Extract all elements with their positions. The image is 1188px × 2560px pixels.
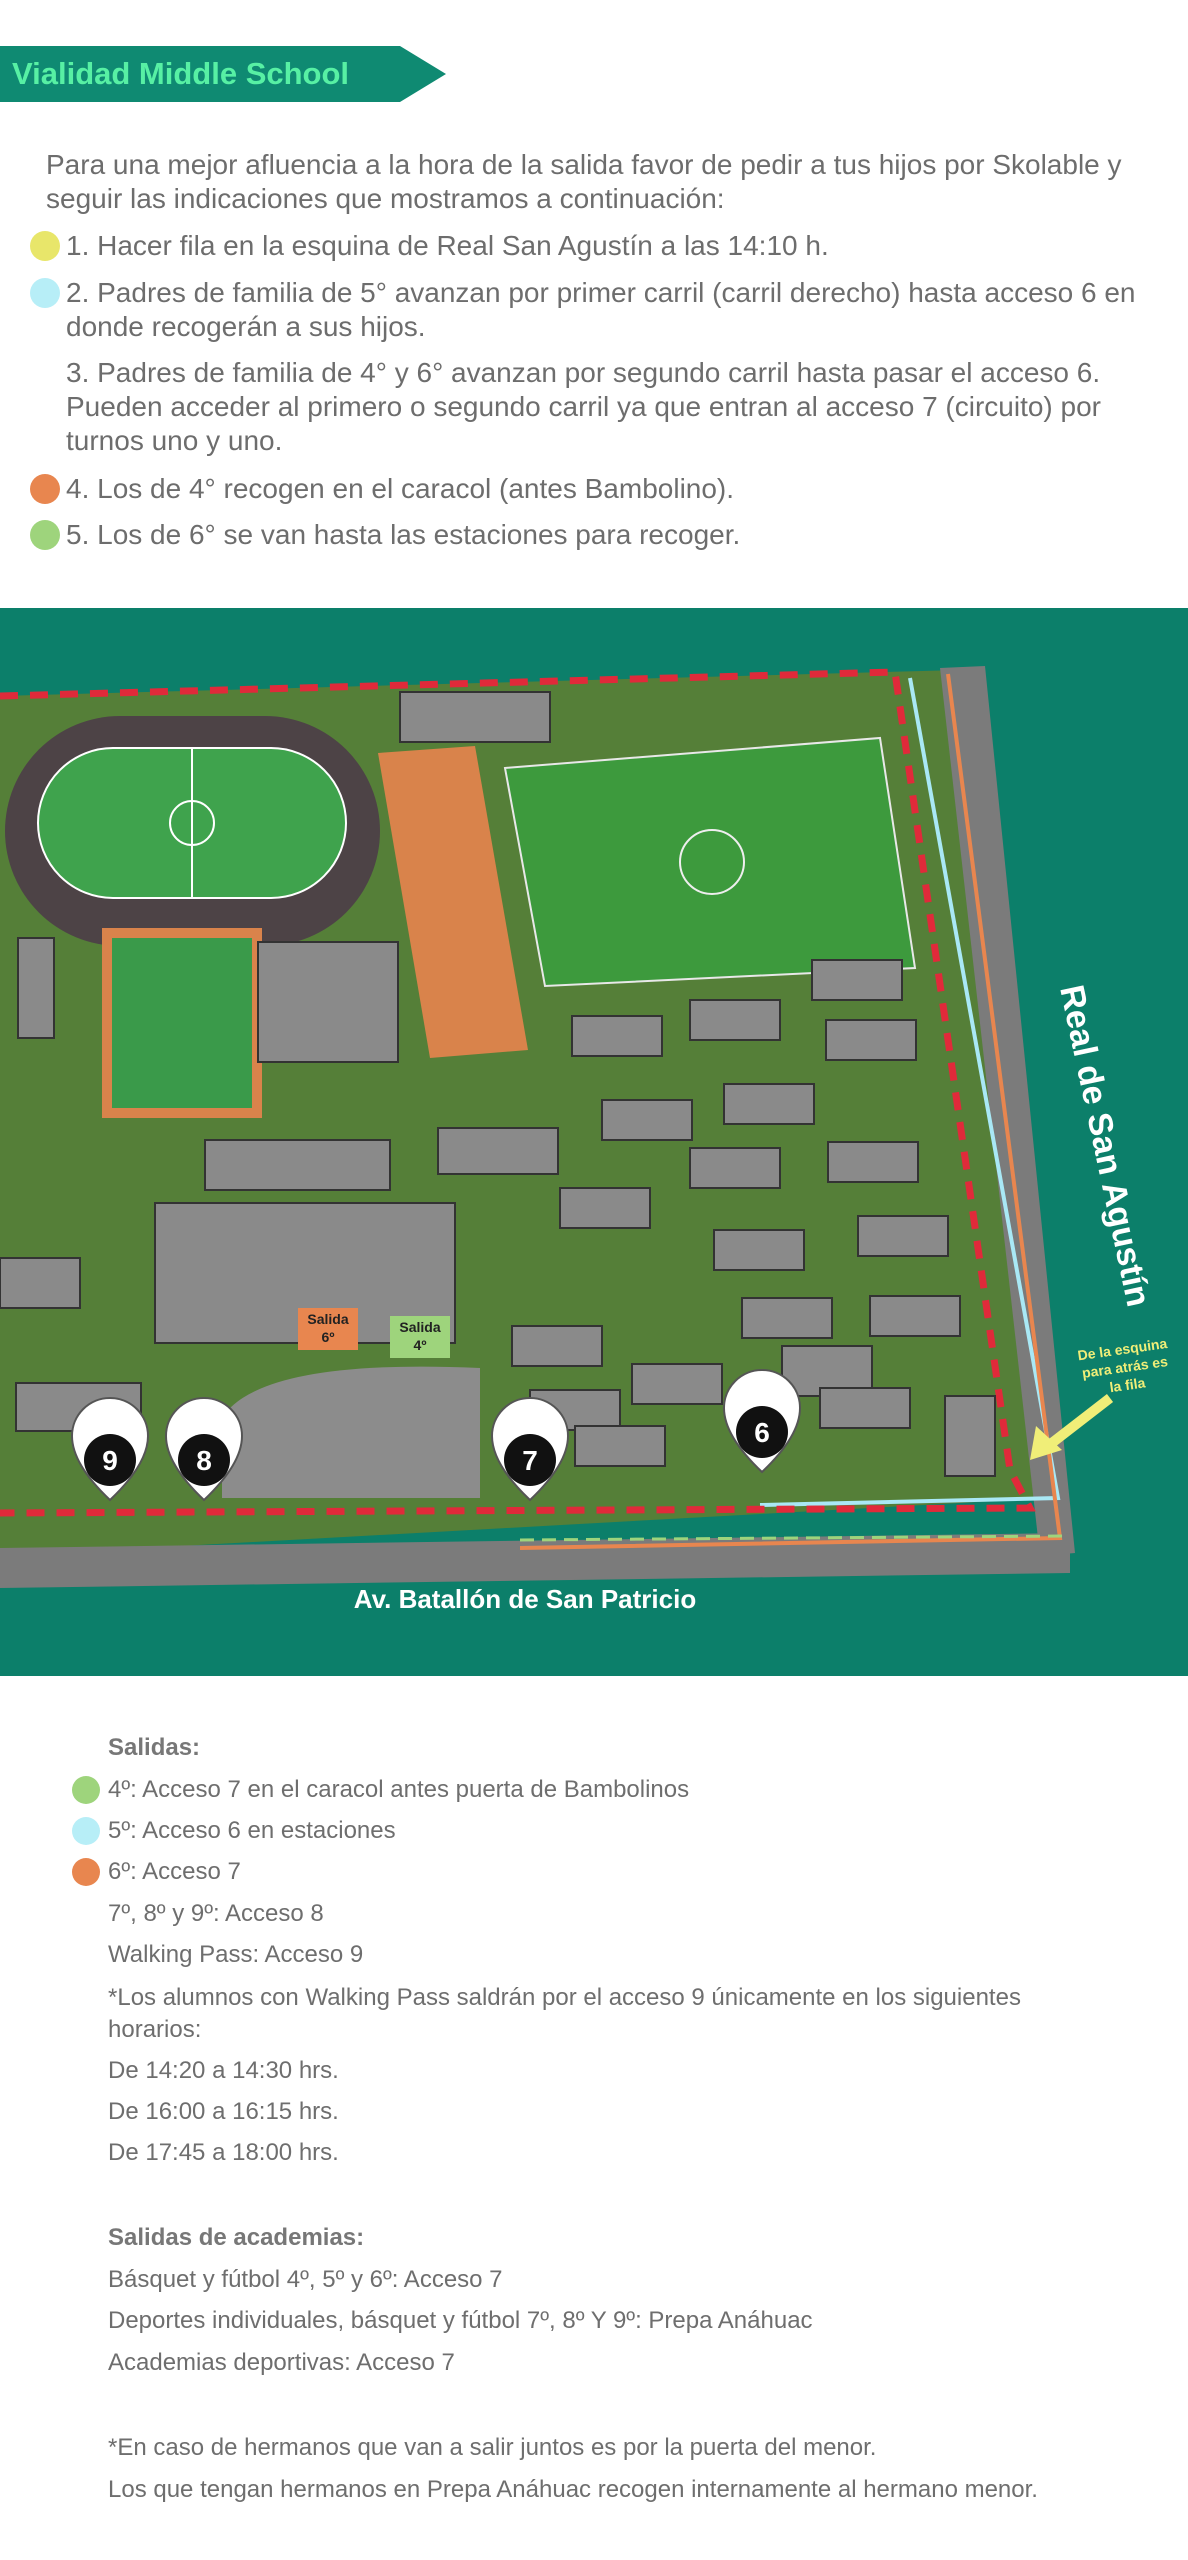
access-pin-6: 6 [722,1369,802,1474]
dorm-buildings [511,959,996,1477]
intro-text: Para una mejor afluencia a la hora de la… [46,149,1122,214]
walking-pass-note-cont: horarios: [108,2016,202,2043]
building [17,937,55,1039]
step-5: 5. Los de 6° se van hasta las estaciones… [66,519,741,550]
walking-pass-note: *Los alumnos con Walking Pass saldrán po… [108,1984,1021,2011]
soccer-field-circle [679,829,745,895]
street-av-batallon: Av. Batallón de San Patricio [354,1584,696,1614]
academia-item: Deportes individuales, básquet y fútbol … [108,2307,813,2334]
building [399,691,551,743]
page-title: Vialidad Middle School [12,56,350,91]
salida-6-marker [298,1308,358,1350]
salida-item: 5º: Acceso 6 en estaciones [108,1817,396,1844]
green-dot-icon [72,1776,100,1804]
road-bottom [0,1533,1070,1588]
pin-8-label: 8 [196,1445,212,1476]
salida-item: 6º: Acceso 7 [108,1858,241,1885]
pin-7-label: 7 [522,1445,538,1476]
road-right [940,666,1075,1556]
prepa-note: Los que tengan hermanos en Prepa Anáhuac… [108,2476,1038,2503]
orange-lane [519,673,1063,1550]
step-1: 1. Hacer fila en la esquina de Real San … [66,230,829,261]
cyan-dot-icon [30,278,60,308]
salida-6-label: Salida [307,1311,348,1327]
salida-6-grade: 6º [322,1329,335,1345]
orange-dot-icon [30,474,60,504]
courts-orange [378,746,528,1058]
arrow-icon [1030,1394,1114,1460]
pin-9-label: 9 [102,1445,118,1476]
cyan-lane [759,677,1061,1507]
banner-arrow [400,46,446,102]
soccer-field [503,736,917,988]
salida-item: Walking Pass: Acceso 9 [108,1941,364,1968]
campus-perimeter [0,668,1036,1517]
horario: De 16:00 a 16:15 hrs. [108,2098,339,2125]
academias-title: Salidas de academias: [108,2224,365,2251]
step-4: 4. Los de 4° recogen en el caracol (ante… [66,473,735,504]
salida-4-marker [390,1316,450,1358]
yellow-dot-icon [30,231,60,261]
campus-map: Salida 6º Salida 4º 9 8 7 6 [0,608,1188,1676]
horario: De 14:20 a 14:30 hrs. [108,2057,339,2084]
building [257,941,399,1063]
academia-item: Academias deportivas: Acceso 7 [108,2349,455,2376]
street-real-de-san-agustin: Real de San Agustín [1052,982,1157,1310]
academia-item: Básquet y fútbol 4º, 5º y 6º: Acceso 7 [108,2266,503,2293]
track-field-circle [169,800,215,846]
building [0,1257,81,1309]
step-2: 2. Padres de familia de 5° avanzan por p… [66,277,1136,342]
building [204,1139,391,1191]
corner-note-3: la fila [1109,1374,1147,1395]
access-pin-7: 7 [490,1397,570,1502]
orange-dot-icon [72,1858,100,1886]
salida-4-label: Salida [399,1319,440,1335]
salida-item: 4º: Acceso 7 en el caracol antes puerta … [108,1776,690,1803]
pin-6-label: 6 [754,1417,770,1448]
campus-map-drawing: Salida 6º Salida 4º 9 8 7 6 [0,666,1169,1614]
access-pin-8: 8 [164,1397,244,1502]
access-pin-9: 9 [70,1397,150,1502]
cyan-dot-icon [72,1817,100,1845]
basket-courts-inner [112,938,252,1108]
salida-4-grade: 4º [414,1337,427,1353]
hermanos-note: *En caso de hermanos que van a salir jun… [108,2434,877,2461]
salida-item: 7º, 8º y 9º: Acceso 8 [108,1900,324,1927]
step-3: 3. Padres de familia de 4° y 6° avanzan … [66,357,1102,456]
parking-lot [222,1366,480,1498]
green-lane [519,1534,1071,1542]
horario: De 17:45 a 18:00 hrs. [108,2139,339,2166]
salidas-title: Salidas: [108,1734,201,1761]
page-title-banner: Vialidad Middle School [0,46,400,102]
building [437,1127,559,1175]
green-dot-icon [30,520,60,550]
